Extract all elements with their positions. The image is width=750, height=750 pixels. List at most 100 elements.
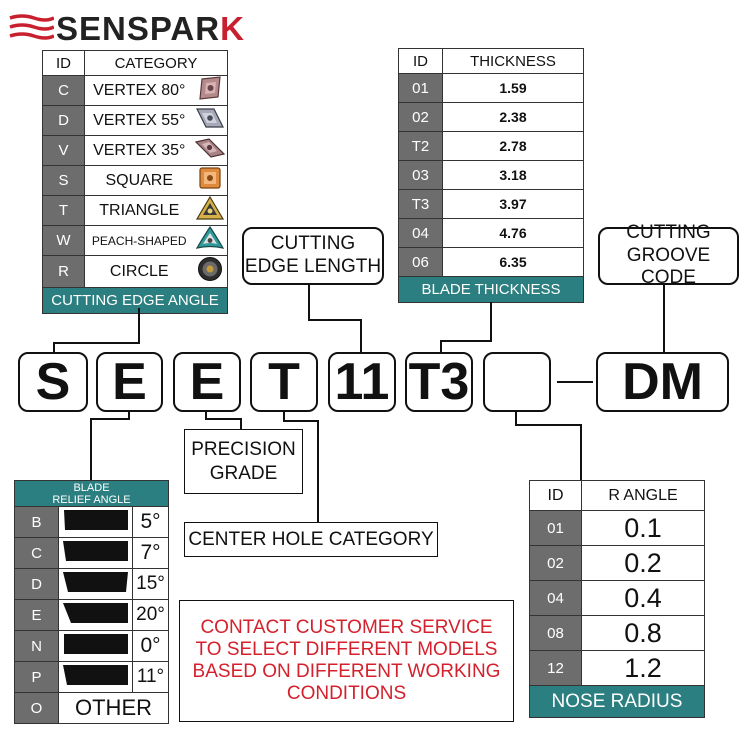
thickness-header-id: ID (398, 48, 443, 74)
cutting-edge-length-line2: EDGE LENGTH (244, 256, 382, 277)
thickness-value: 2.38 (442, 102, 584, 132)
relief-wedge-icon (58, 599, 133, 631)
relief-id: O (14, 692, 59, 724)
contact-notice: CONTACT CUSTOMER SERVICE TO SELECT DIFFE… (179, 600, 514, 722)
contact-line2: TO SELECT DIFFERENT MODELS (195, 639, 498, 660)
category-header-id: ID (42, 50, 85, 76)
thickness-id: 02 (398, 102, 443, 132)
thickness-header-label: THICKNESS (442, 48, 584, 74)
code-nose-radius (483, 352, 551, 412)
brand-wave-icon (9, 14, 54, 40)
relief-angle: 7° (132, 537, 169, 569)
nose-id: 08 (529, 615, 582, 651)
code-char-precision: E (173, 352, 241, 412)
nose-value: 0.1 (581, 510, 705, 546)
relief-id: N (14, 630, 59, 662)
nose-id: 04 (529, 580, 582, 616)
category-label: TRIANGLE (84, 195, 194, 226)
thickness-value: 1.59 (442, 73, 584, 103)
category-id: C (42, 75, 85, 106)
cutting-edge-length-line1: CUTTING (270, 233, 356, 255)
contact-line1: CONTACT CUSTOMER SERVICE (200, 617, 493, 638)
nose-header-id: ID (529, 480, 582, 511)
insert-rhombic-55-icon (193, 105, 228, 136)
relief-wedge-icon (58, 506, 133, 538)
relief-id: P (14, 661, 59, 693)
category-label: CIRCLE (84, 255, 194, 288)
relief-wedge-icon (58, 537, 133, 569)
relief-wedge-icon (58, 661, 133, 693)
relief-angle: 5° (132, 506, 169, 538)
relief-wedge-icon (58, 630, 133, 662)
category-id: W (42, 225, 85, 256)
relief-angle: OTHER (58, 692, 169, 724)
cutting-groove-code-label: CUTTING GROOVE CODE (598, 222, 739, 288)
relief-id: E (14, 599, 59, 631)
relief-id: D (14, 568, 59, 600)
category-header-label: CATEGORY (84, 50, 228, 76)
thickness-value: 4.76 (442, 218, 584, 248)
relief-angle-table: BLADE RELIEF ANGLE B 5° C 7° D 15° E 20°… (14, 480, 169, 724)
relief-header-line2: RELIEF ANGLE (52, 493, 131, 506)
thickness-id: 01 (398, 73, 443, 103)
code-char-shape: S (18, 352, 88, 412)
category-label: VERTEX 35° (84, 135, 194, 166)
category-id: V (42, 135, 85, 166)
nose-header-label: R ANGLE (581, 480, 705, 511)
thickness-value: 2.78 (442, 131, 584, 161)
relief-id: B (14, 506, 59, 538)
code-edge-length: 11 (328, 352, 396, 412)
category-label: PEACH-SHAPED (84, 225, 194, 256)
nose-value: 0.4 (581, 580, 705, 616)
precision-grade-line2: GRADE (209, 462, 278, 484)
code-thickness: T3 (405, 352, 473, 412)
insert-round-icon (193, 255, 228, 288)
category-table: ID CATEGORY C VERTEX 80° D VERTEX 55° V … (42, 50, 228, 314)
nose-id: 12 (529, 650, 582, 686)
brand-name-accent: K (220, 10, 245, 47)
insert-triangle-icon (193, 195, 228, 226)
precision-grade-line1: PRECISION (191, 438, 296, 460)
nose-value: 1.2 (581, 650, 705, 686)
insert-rhombic-80-icon (193, 75, 228, 106)
contact-line3: BASED ON DIFFERENT WORKING (192, 661, 501, 682)
thickness-value: 3.97 (442, 189, 584, 219)
category-id: S (42, 165, 85, 196)
category-label: VERTEX 55° (84, 105, 194, 136)
thickness-id: 06 (398, 247, 443, 277)
cutting-edge-length-label: CUTTING EDGE LENGTH (242, 227, 384, 285)
relief-angle: 11° (132, 661, 169, 693)
relief-angle: 0° (132, 630, 169, 662)
code-char-center-hole: T (250, 352, 318, 412)
contact-line4: CONDITIONS (286, 683, 407, 704)
cutting-groove-code-line1: CUTTING (626, 221, 711, 243)
cutting-groove-code-line2: GROOVE CODE (626, 244, 711, 289)
brand-name: SENSPAR (56, 10, 221, 47)
thickness-id: T2 (398, 131, 443, 161)
thickness-value: 6.35 (442, 247, 584, 277)
relief-header-line1: BLADE (73, 481, 110, 494)
category-id: D (42, 105, 85, 136)
relief-table-header: BLADE RELIEF ANGLE (14, 480, 169, 507)
insert-square-icon (193, 165, 228, 196)
category-id: T (42, 195, 85, 226)
center-hole-category-label: CENTER HOLE CATEGORY (184, 522, 438, 557)
category-label: VERTEX 80° (84, 75, 194, 106)
nose-value: 0.2 (581, 545, 705, 581)
thickness-id: 03 (398, 160, 443, 190)
relief-wedge-icon (58, 568, 133, 600)
brand-logo: SENSPARK (8, 10, 298, 47)
category-label: SQUARE (84, 165, 194, 196)
insert-rhombic-35-icon (193, 135, 228, 166)
code-dash (557, 381, 593, 383)
nose-id: 02 (529, 545, 582, 581)
nose-id: 01 (529, 510, 582, 546)
relief-angle: 15° (132, 568, 169, 600)
relief-id: C (14, 537, 59, 569)
thickness-id: T3 (398, 189, 443, 219)
code-groove: DM (596, 352, 729, 412)
category-table-footer: CUTTING EDGE ANGLE (42, 287, 228, 314)
relief-angle: 20° (132, 599, 169, 631)
